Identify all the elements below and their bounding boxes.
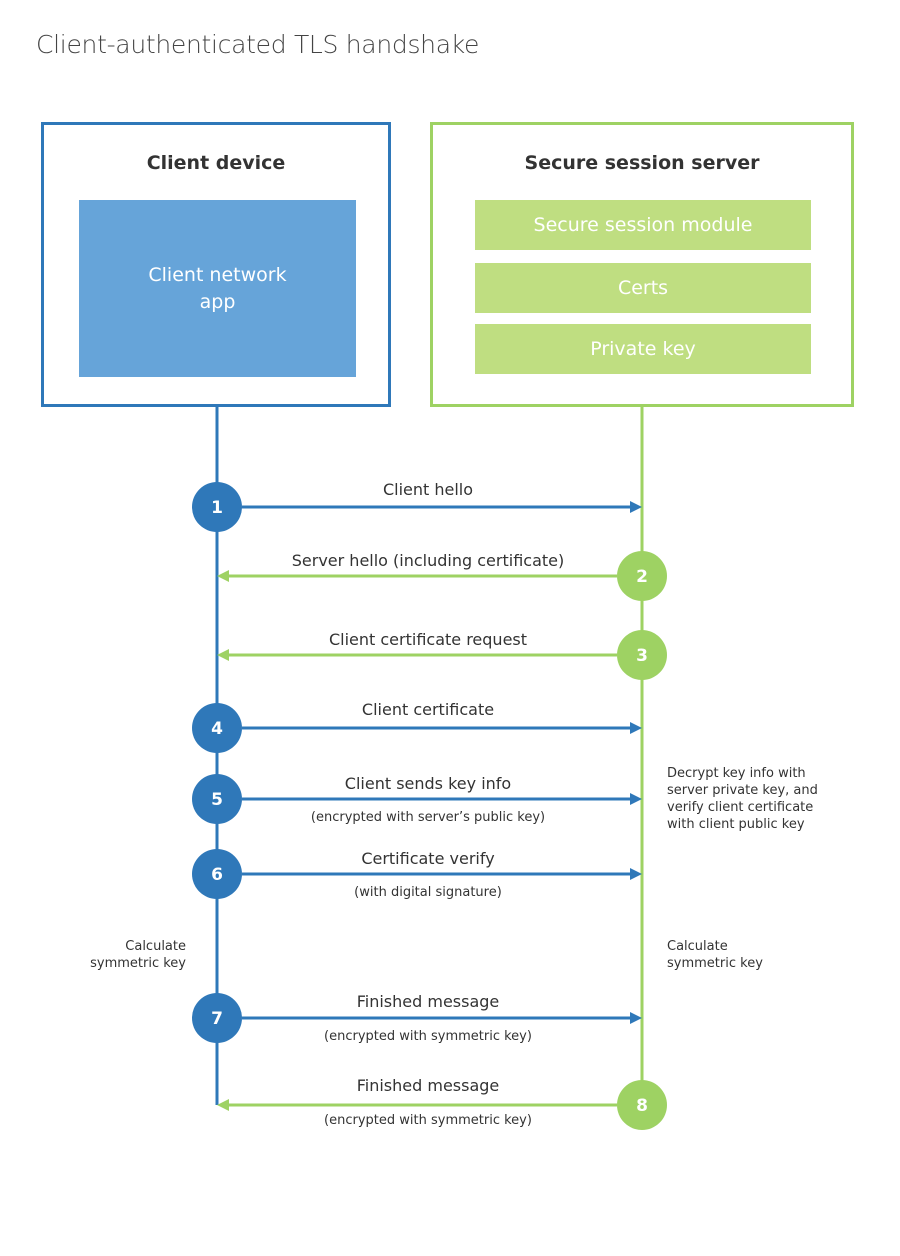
client-device-box: Client device Client network app: [41, 122, 391, 407]
secure-session-module-block: Secure session module: [475, 200, 811, 250]
step-4-number: 4: [211, 719, 223, 739]
step-6-circle: [192, 849, 242, 899]
step-1-number: 1: [211, 498, 223, 518]
step-2-circle: [617, 551, 667, 601]
step-7-arrowhead: [630, 1012, 642, 1024]
step-7-circle: [192, 993, 242, 1043]
private-key-block: Private key: [475, 324, 811, 374]
secure-session-server-title: Secure session server: [524, 152, 760, 174]
step-4-label: Client certificate: [361, 700, 495, 719]
step-1-label: Client hello: [382, 480, 474, 499]
step-5-circle: [192, 774, 242, 824]
step-5-arrowhead: [630, 793, 642, 805]
certs-label: Certs: [617, 277, 669, 299]
step-4-arrowhead: [630, 722, 642, 734]
secure-session-module-label: Secure session module: [533, 214, 753, 236]
step-1-arrowhead: [630, 501, 642, 513]
step-5-sublabel: (encrypted with server’s public key): [310, 810, 546, 825]
client-network-app-block: Client network app: [79, 200, 356, 377]
diagram-title: Client-authenticated TLS handshake: [36, 30, 480, 59]
step-6-arrowhead: [630, 868, 642, 880]
step-6-label: Certificate verify: [361, 849, 495, 868]
step-8-circle: [617, 1080, 667, 1130]
step-2: 2: [217, 551, 667, 601]
step-7-sublabel: (encrypted with symmetric key): [324, 1029, 532, 1044]
client-device-title: Client device: [146, 152, 286, 174]
step-7-label: Finished message: [356, 992, 500, 1011]
step-4-circle: [192, 703, 242, 753]
step-6: 6: [192, 849, 642, 899]
client-calculate-note: Calculate symmetric key: [90, 939, 186, 971]
step-3-circle: [617, 630, 667, 680]
step-3-arrowhead: [217, 649, 229, 661]
step-8-number: 8: [636, 1096, 648, 1116]
step-2-number: 2: [636, 567, 648, 587]
secure-session-server-box: Secure session server Secure session mod…: [430, 122, 854, 407]
step-5-number: 5: [211, 790, 223, 810]
server-decrypt-note: Decrypt key info with server private key…: [667, 766, 818, 832]
step-5-label: Client sends key info: [344, 774, 512, 793]
step-1: 1: [192, 482, 642, 532]
step-7-number: 7: [211, 1009, 223, 1029]
step-2-label: Server hello (including certificate): [291, 551, 565, 570]
step-6-number: 6: [211, 865, 223, 885]
step-1-circle: [192, 482, 242, 532]
step-8-sublabel: (encrypted with symmetric key): [324, 1113, 532, 1128]
private-key-label: Private key: [590, 338, 696, 360]
step-4: 4: [192, 703, 642, 753]
step-2-arrowhead: [217, 570, 229, 582]
step-3-number: 3: [636, 646, 648, 666]
certs-block: Certs: [475, 263, 811, 313]
step-5: 5: [192, 774, 642, 824]
step-7: 7: [192, 993, 642, 1043]
step-8-arrowhead: [217, 1099, 229, 1111]
step-3: 3: [217, 630, 667, 680]
server-calculate-note: Calculate symmetric key: [667, 939, 763, 971]
step-3-label: Client certificate request: [328, 630, 528, 649]
step-layer: 1 2 3 4 5 6 7 8: [192, 482, 667, 1130]
client-network-app-label: Client network app: [148, 263, 287, 313]
step-8-label: Finished message: [356, 1076, 500, 1095]
step-8: 8: [217, 1080, 667, 1130]
step-6-sublabel: (with digital signature): [354, 885, 502, 900]
